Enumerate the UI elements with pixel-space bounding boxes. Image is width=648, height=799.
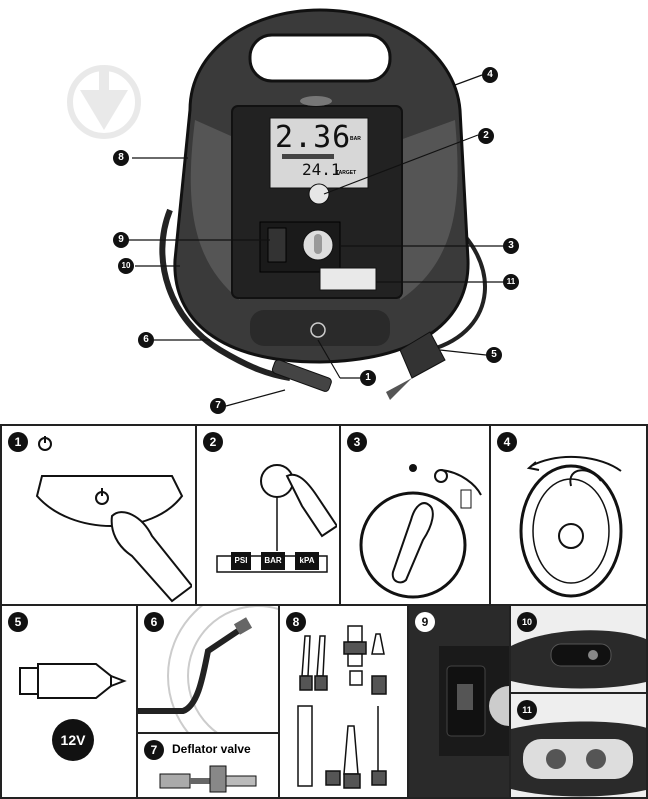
callout-11: 11 [503,274,519,290]
product-illustration: 2.36 BAR 24.1 TARGET 8 9 10 6 7 1 2 3 11… [67,8,519,414]
light-photo-illustration [511,721,646,797]
callout-7: 7 [210,398,226,414]
hose-storage-illustration [519,455,623,598]
panel-number: 8 [286,612,306,632]
adaptors-illustration [297,625,387,789]
panel-switch-photo: 9 [407,604,511,799]
panel-number: 9 [415,612,435,632]
power-press-illustration [35,475,192,603]
lcd-sub-unit: TARGET [336,170,357,176]
mode-press-illustration [216,464,337,573]
power-icon [38,436,52,451]
panel-number: 6 [144,612,164,632]
callout-9: 9 [113,232,129,248]
panel-air-hose: 6 [136,604,280,734]
panel-number: 3 [347,432,367,452]
panel-light-photo: 11 [509,692,648,799]
callout-4: 4 [482,67,498,83]
lcd-sub-reading: 24.1 [302,160,341,179]
panel-number: 7 [144,740,164,760]
panel-number: 11 [517,700,537,720]
panel-deflator-valve: 7 Deflator valve [136,732,280,799]
air-hose-illustration [138,606,278,732]
voltage-badge: 12V [52,719,94,761]
mode-bar: BAR [261,552,285,570]
panel-12v-plug: 5 12V [0,604,138,799]
callout-5: 5 [486,347,502,363]
panel-number: 10 [517,612,537,632]
panel-power-button: 1 [0,424,197,606]
deflator-valve-label: Deflator valve [172,742,251,756]
panel-number: 4 [497,432,517,452]
car-plug-icon [19,663,127,699]
panel-number: 2 [203,432,223,452]
panel-hose-port-photo: 10 [509,604,648,694]
watermark-icon [67,65,141,139]
panel-mode-button: 2 PSI BAR kPA [195,424,341,606]
panel-number: 1 [8,432,28,452]
dial-illustration [359,464,482,599]
callout-3: 3 [503,238,519,254]
callout-2: 2 [478,128,494,144]
hose-port-illustration [511,630,646,689]
mode-kpa: kPA [295,552,319,570]
panel-adaptors: 8 [278,604,409,799]
lcd-main-reading: 2.36 [275,120,352,155]
callout-10: 10 [118,258,134,274]
callout-8: 8 [113,150,129,166]
mode-psi: PSI [231,552,251,570]
deflator-valve-illustration [159,765,257,793]
switch-photo-illustration [439,646,509,756]
panel-selector-dial: 3 [339,424,491,606]
lcd-main-unit: BAR [350,136,361,142]
callout-6: 6 [138,332,154,348]
panel-hose-storage: 4 [489,424,648,606]
panel-number: 5 [8,612,28,632]
callout-1: 1 [360,370,376,386]
compressor-drawing [67,8,503,407]
